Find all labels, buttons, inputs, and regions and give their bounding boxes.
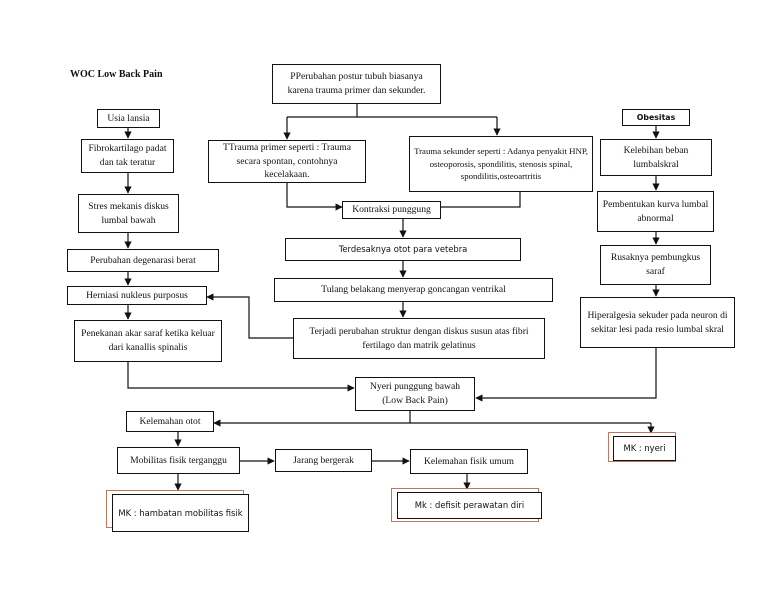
connector-sekunder-to-kontraksi [441,192,521,208]
node-trauma-primer: TTrauma primer seperti : Trauma secara s… [208,140,366,183]
node-mk-nyeri: MK : nyeri [613,436,676,461]
node-stres-mekanis-label: Stres mekanis diskus lumbal bawah [88,200,169,226]
node-trauma-primer-label: TTrauma primer seperti : Trauma secara s… [222,141,352,181]
node-penekanan-akar-label: Penekanan akar saraf ketika keluar dari … [81,328,215,353]
node-kelemahan-otot-label: Kelemahan otot [139,415,201,427]
node-mk-hambatan: MK : hambatan mobilitas fisik [112,494,249,532]
node-hiperalgesia: Hiperalgesia sekuder pada neuron di seki… [580,297,735,348]
node-tulang-belakang: Tulang belakang menyerap goncangan ventr… [274,278,553,302]
node-perubahan-degenerasi-label: Perubahan degenarasi berat [90,254,196,266]
node-kelemahan-fisik: Kelemahan fisik umum [410,449,528,474]
node-perubahan-degenerasi: Perubahan degenarasi berat [67,249,219,272]
node-mobilitas-fisik: Mobilitas fisik terganggu [117,447,240,474]
connector-postur-split [287,104,497,118]
node-perubahan-postur-label: PPerubahan postur tubuh biasanya karena … [287,71,426,96]
node-terdesaknya-otot: Terdesaknya otot para vetebra [285,238,521,261]
arrow-primer-to-kontraksi [286,183,343,211]
node-kelebihan-beban-label: Kelebihan beban lumbalskral [623,144,689,170]
node-pembentukan-kurva-label: Pembentukan kurva lumbal abnormal [602,198,709,224]
node-kontraksi-punggung-label: Kontraksi punggung [352,204,431,216]
node-nyeri-punggung-label: Nyeri punggung bawah (Low Back Pain) [369,381,461,406]
node-rusaknya-pembungkus: Rusaknya pembungkus saraf [600,245,711,285]
node-terjadi-perubahan: Terjadi perubahan struktur dengan diskus… [293,318,545,359]
node-herniasi-label: Herniasi nukleus purposus [86,289,188,301]
node-kelebihan-beban: Kelebihan beban lumbalskral [600,139,712,176]
arrow-terjadi-to-herniasi [206,293,293,339]
node-perubahan-postur: PPerubahan postur tubuh biasanya karena … [272,64,441,104]
node-kelemahan-otot: Kelemahan otot [126,411,214,432]
node-mobilitas-fisik-label: Mobilitas fisik terganggu [130,454,227,466]
node-kelemahan-fisik-label: Kelemahan fisik umum [423,455,515,467]
node-jarang-bergerak-label: Jarang bergerak [293,454,354,466]
diagram-title: WOC Low Back Pain [70,69,163,80]
node-usia-lansia: Usia lansia [97,109,160,128]
node-kontraksi-punggung: Kontraksi punggung [342,201,441,219]
node-mk-defisit-label: Mk : defisit perawatan diri [414,500,525,511]
connector-nyeri-split [356,411,651,424]
node-mk-defisit: Mk : defisit perawatan diri [397,492,542,519]
node-fibrokartilago-label: Fibrokartilago padat dan tak teratur [88,143,167,168]
node-nyeri-punggung: Nyeri punggung bawah (Low Back Pain) [355,377,475,411]
node-mk-nyeri-label: MK : nyeri [623,443,666,454]
node-usia-lansia-label: Usia lansia [107,112,150,124]
node-obesitas: Obesitas [622,109,690,126]
node-terdesaknya-otot-label: Terdesaknya otot para vetebra [338,244,468,255]
node-pembentukan-kurva: Pembentukan kurva lumbal abnormal [597,191,714,232]
node-obesitas-label: Obesitas [636,112,676,122]
node-stres-mekanis: Stres mekanis diskus lumbal bawah [78,194,179,233]
node-penekanan-akar: Penekanan akar saraf ketika keluar dari … [74,320,222,362]
node-terjadi-perubahan-label: Terjadi perubahan struktur dengan diskus… [309,325,529,351]
node-tulang-belakang-label: Tulang belakang menyerap goncangan ventr… [321,284,506,296]
node-jarang-bergerak: Jarang bergerak [275,449,372,472]
node-mk-hambatan-label: MK : hambatan mobilitas fisik [118,507,243,518]
node-hiperalgesia-label: Hiperalgesia sekuder pada neuron di seki… [587,309,728,335]
arrow-penekanan-to-nyeri [127,362,355,392]
node-herniasi: Herniasi nukleus purposus [67,286,207,305]
node-rusaknya-pembungkus-label: Rusaknya pembungkus saraf [610,252,701,277]
node-trauma-sekunder-label: Trauma sekunder seperti : Adanya penyaki… [414,145,588,182]
arrow-hiper-to-nyeri [475,348,657,402]
node-trauma-sekunder: Trauma sekunder seperti : Adanya penyaki… [409,136,593,192]
node-fibrokartilago: Fibrokartilago padat dan tak teratur [81,139,174,173]
